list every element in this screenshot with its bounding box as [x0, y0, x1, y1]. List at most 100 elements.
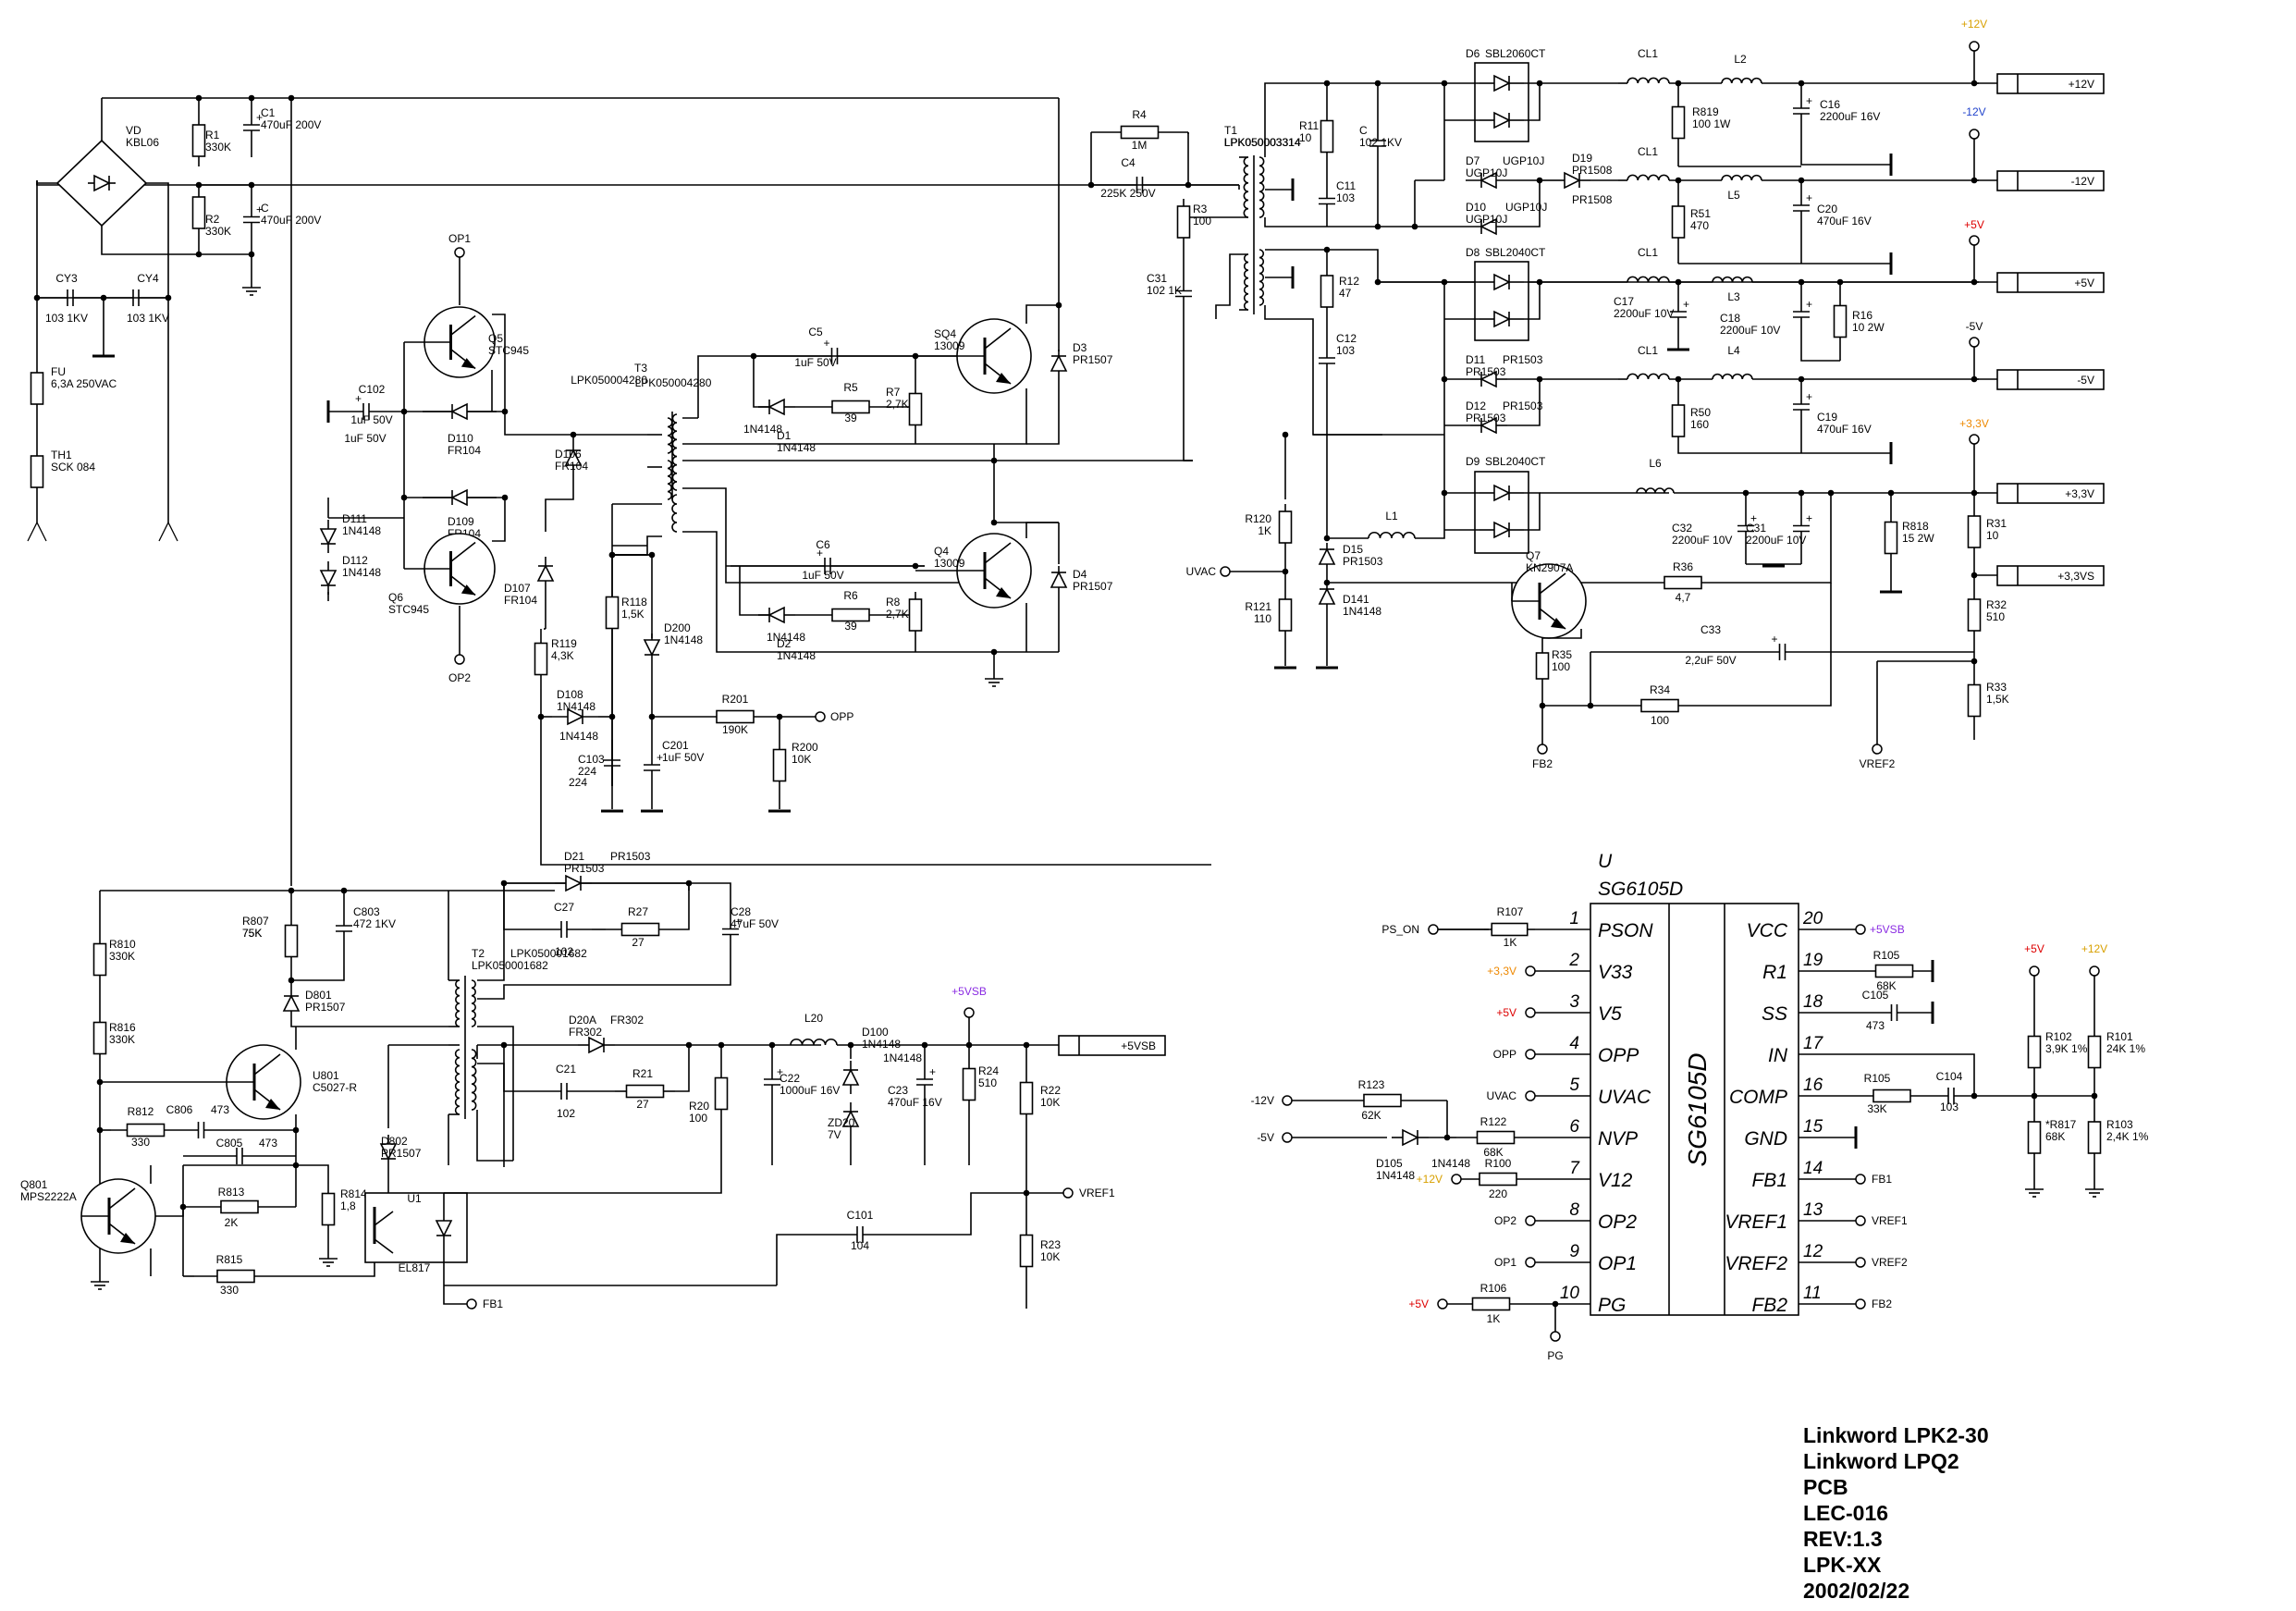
output-label: +3,3V	[2065, 487, 2094, 500]
resistor	[714, 1076, 729, 1111]
component-ref: T1	[1224, 124, 1237, 137]
component-ref: VD	[126, 124, 141, 137]
pin-number: 9	[1569, 1242, 1579, 1261]
inductor-ref: CL1	[1638, 145, 1658, 158]
component-value: 1,5K	[1986, 693, 2009, 706]
resistor	[625, 1084, 665, 1099]
polarity-mark: +	[824, 337, 830, 350]
output-label: -5V	[2077, 374, 2094, 387]
resistor	[216, 1269, 255, 1284]
polarity-mark: +	[1806, 298, 1812, 311]
component-value: KN2907A	[1526, 561, 1573, 574]
component-ref: R101	[2106, 1030, 2133, 1043]
label: 473	[211, 1103, 229, 1116]
resistor	[620, 922, 660, 937]
component-ref: Q4	[934, 545, 949, 558]
label: CY4	[137, 272, 159, 285]
resistor	[1176, 205, 1191, 239]
component-ref: R814	[340, 1187, 367, 1200]
net-OPP: OPP	[1493, 1048, 1516, 1061]
component-ref: C	[1359, 124, 1368, 137]
resistor	[1872, 1088, 1911, 1103]
inductor-ref: CL1	[1638, 47, 1658, 60]
component-value: 10	[1986, 529, 1999, 542]
component-ref: C22	[780, 1072, 800, 1085]
component-ref: R819	[1692, 105, 1719, 118]
output-terminal	[1058, 1035, 1166, 1056]
component-value: 10	[1299, 131, 1312, 144]
net-FB2: FB2	[1532, 757, 1553, 770]
component-ref: C103	[578, 753, 605, 766]
component-value: 100 1W	[1692, 117, 1731, 130]
output-label: +3,3VS	[2057, 570, 2094, 583]
label: 1N4148	[559, 730, 598, 743]
resistor	[1120, 125, 1160, 140]
label: 224	[569, 776, 587, 789]
pin-name: OP1	[1598, 1253, 1637, 1274]
component-value: 100	[689, 1112, 707, 1125]
ic-name: SG6105D	[1598, 879, 1683, 900]
component-ref: D105	[1376, 1157, 1403, 1170]
output-terminal	[1996, 483, 2105, 504]
resistor	[908, 392, 923, 426]
diode-package	[1474, 261, 1529, 341]
component-value: SBL2040CT	[1485, 246, 1546, 259]
label: C806	[166, 1103, 193, 1116]
resistor	[1535, 652, 1550, 680]
inductor-ref: L5	[1727, 189, 1740, 202]
component-ref: C18	[1720, 312, 1740, 325]
component-value: 47uF 50V	[731, 917, 779, 930]
component-ref: R32	[1986, 598, 2007, 611]
net-plus5: +5V	[2024, 942, 2044, 955]
component-value: STC945	[388, 603, 429, 616]
component-ref: R35	[1552, 648, 1572, 661]
component-value: 470	[1690, 219, 1709, 232]
component-value: 1N4148	[342, 524, 381, 537]
component-value: PR1507	[305, 1001, 346, 1014]
net-plus5: +5V	[1408, 1297, 1429, 1310]
component-value: 1N4148	[777, 649, 816, 662]
pin-number: 5	[1569, 1076, 1579, 1095]
component-value: PR1507	[381, 1147, 422, 1160]
component-value: 68K	[2045, 1130, 2065, 1143]
component-value: 1N4148	[777, 441, 816, 454]
component-ref: D9	[1466, 455, 1480, 468]
component-ref: D801	[305, 989, 332, 1002]
component-value: PR1508	[1572, 164, 1613, 177]
pin-name: VCC	[1747, 920, 1788, 941]
net-VREF2: VREF2	[1860, 757, 1896, 770]
component-value: LPK050001682	[472, 959, 548, 972]
inductor-ref: L3	[1727, 290, 1740, 303]
component-value: 473	[1866, 1019, 1885, 1032]
label: 1N4148	[743, 423, 782, 436]
component-ref: R51	[1690, 207, 1711, 220]
component-ref: R102	[2045, 1030, 2072, 1043]
component-value: FR302	[610, 1014, 644, 1027]
inductor-ref: CL1	[1638, 344, 1658, 357]
component-ref: R11	[1299, 119, 1319, 132]
resistor	[1967, 515, 1982, 548]
component-value: 6,3A 250VAC	[51, 377, 117, 390]
component-ref: C104	[1936, 1070, 1963, 1083]
component-value: SBL2060CT	[1485, 47, 1546, 60]
net-OPP: OPP	[830, 710, 853, 723]
pin-number: 10	[1560, 1284, 1580, 1303]
net-plus5vsb: +5VSB	[1870, 923, 1905, 936]
label: 103 1KV	[45, 312, 88, 325]
component-ref: C6	[816, 538, 830, 551]
resistor	[1671, 205, 1686, 239]
pin-number: 15	[1803, 1117, 1823, 1137]
pin-number: 3	[1569, 992, 1579, 1012]
resistor	[1833, 304, 1848, 338]
output-terminal	[1996, 369, 2105, 390]
output-terminal	[1996, 73, 2105, 94]
label: LPK050004280	[635, 376, 712, 389]
resistor	[1479, 1172, 1517, 1187]
component-ref: R105	[1873, 949, 1900, 962]
pin-name: IN	[1768, 1045, 1788, 1066]
component-ref: C1	[261, 106, 276, 119]
polarity-mark: +	[1806, 390, 1812, 403]
component-value: 220	[1489, 1187, 1507, 1200]
component-value: 33K	[1867, 1102, 1886, 1115]
